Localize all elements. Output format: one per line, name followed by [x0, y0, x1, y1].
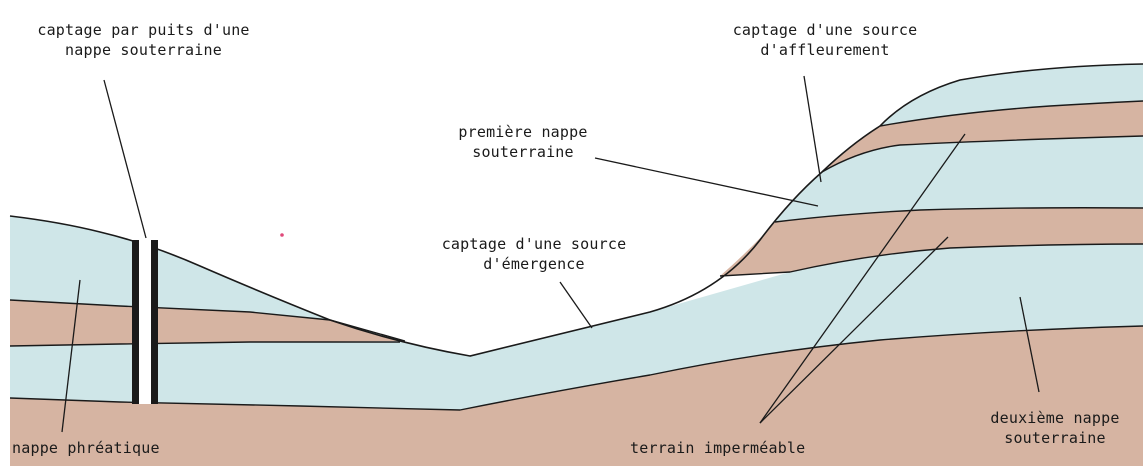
label-affleurement-line1: captage d'une source	[720, 20, 930, 40]
leader-captage-puits	[104, 80, 146, 238]
label-premiere-nappe-line2: souterraine	[448, 142, 598, 162]
label-captage-puits-line1: captage par puits d'une	[22, 20, 265, 40]
label-terrain-impermeable: terrain imperméable	[630, 438, 805, 458]
leader-emergence	[560, 282, 592, 328]
label-deuxieme-nappe: deuxième nappe souterraine	[975, 408, 1135, 448]
label-captage-emergence: captage d'une source d'émergence	[423, 234, 645, 274]
label-captage-puits: captage par puits d'une nappe souterrain…	[22, 20, 265, 60]
leader-affleurement	[804, 76, 821, 182]
label-captage-affleurement: captage d'une source d'affleurement	[720, 20, 930, 60]
pink-dot	[280, 233, 284, 237]
label-affleurement-line2: d'affleurement	[720, 40, 930, 60]
label-emergence-line2: d'émergence	[423, 254, 645, 274]
label-premiere-nappe-line1: première nappe	[448, 122, 598, 142]
well	[132, 240, 158, 404]
label-captage-puits-line2: nappe souterraine	[22, 40, 265, 60]
label-deuxieme-nappe-line1: deuxième nappe	[975, 408, 1135, 428]
label-deuxieme-nappe-line2: souterraine	[975, 428, 1135, 448]
label-premiere-nappe: première nappe souterraine	[448, 122, 598, 162]
label-emergence-line1: captage d'une source	[423, 234, 645, 254]
label-nappe-phreatique: nappe phréatique	[12, 438, 160, 458]
leader-premiere-nappe	[595, 158, 818, 206]
